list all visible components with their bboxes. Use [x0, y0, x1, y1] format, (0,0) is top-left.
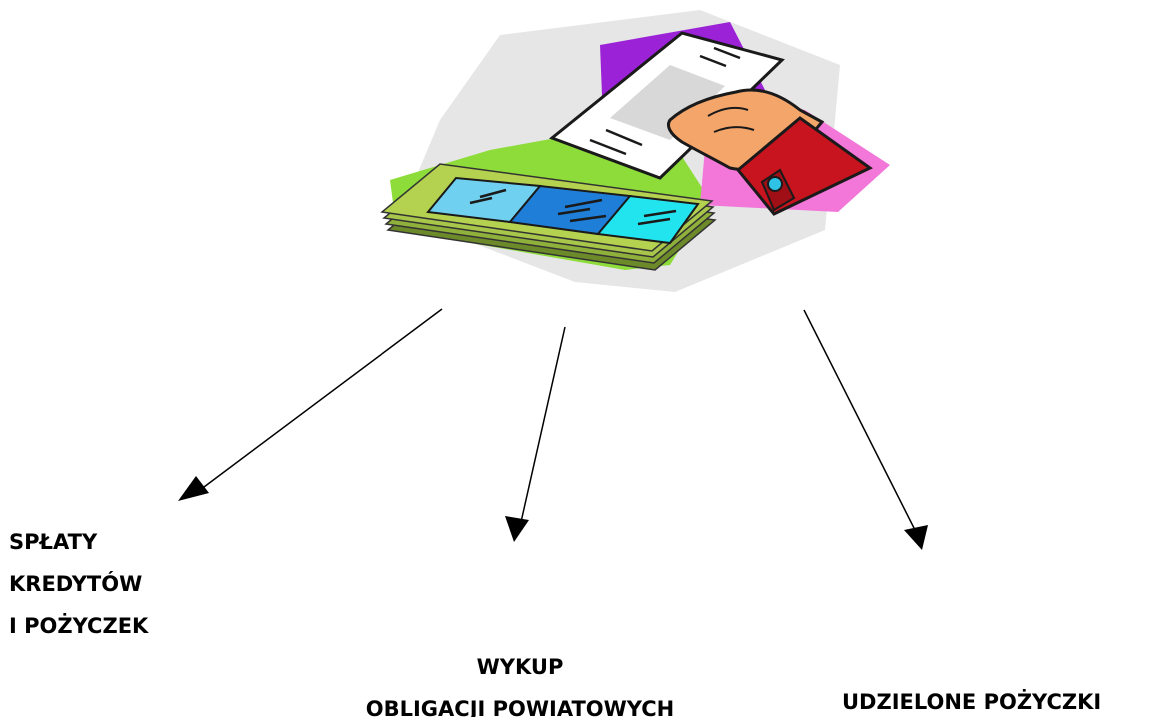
- document-payment-hand-icon: [380, 10, 890, 292]
- arrow-to-left-branch: [178, 308, 443, 501]
- label-line: SPŁATY: [9, 530, 98, 554]
- label-line: UDZIELONE POŻYCZKI: [842, 690, 1102, 714]
- label-granted-loans: UDZIELONE POŻYCZKI: [842, 688, 1101, 716]
- label-line: KREDYTÓW: [9, 572, 143, 596]
- label-line: OBLIGACJI POWIATOWYCH: [365, 697, 675, 717]
- label-bond-buyback: WYKUP OBLIGACJI POWIATOWYCH: [330, 646, 710, 717]
- label-loan-repayments: SPŁATY KREDYTÓW I POŻYCZEK: [9, 521, 148, 647]
- arrow-to-right-branch: [803, 309, 928, 550]
- arrow-to-middle-branch: [505, 326, 566, 542]
- label-line: I POŻYCZEK: [9, 614, 149, 638]
- label-line: WYKUP: [476, 655, 564, 679]
